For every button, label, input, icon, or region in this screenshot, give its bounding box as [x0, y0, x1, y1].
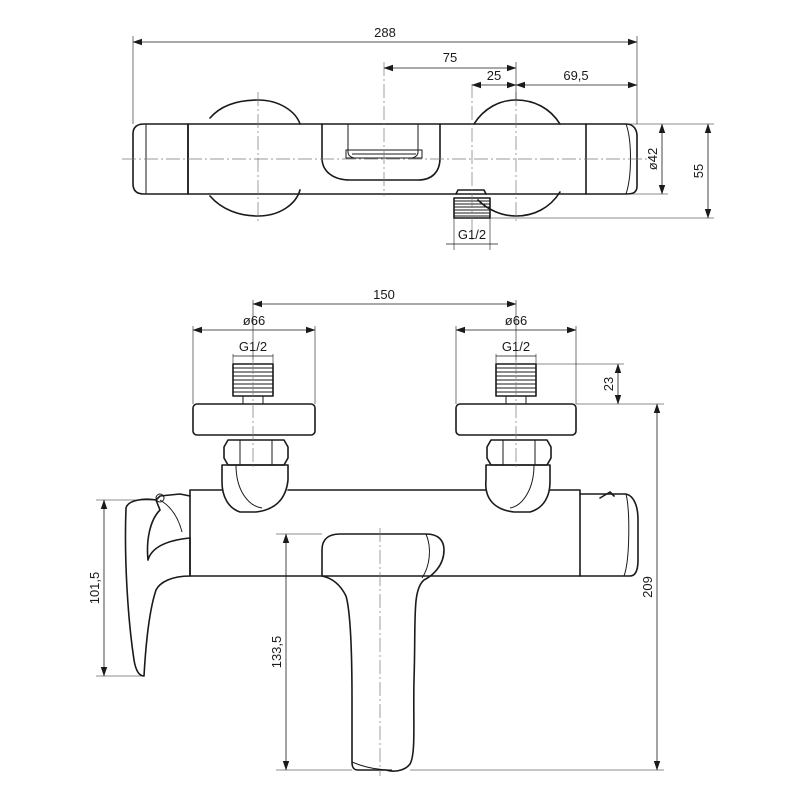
front-spout [321, 533, 445, 772]
front-left-cap [155, 493, 191, 501]
dim-spout-height: 133,5 [269, 636, 284, 669]
front-view: 150 ø66 ø66 G1/2 G1/2 23 101,5 133,5 209 [87, 287, 664, 776]
dim-overall-width: 288 [374, 25, 396, 40]
front-left-flange [192, 403, 316, 436]
front-right-connector [485, 464, 551, 513]
dim-flange-diameter-right: ø66 [505, 313, 527, 328]
dim-inlet-to-end: 69,5 [563, 68, 588, 83]
label-thread-left: G1/2 [239, 339, 267, 354]
front-left-connector [221, 464, 289, 513]
top-right-handle [585, 123, 638, 195]
front-body [189, 489, 581, 577]
dim-overall-height: 209 [640, 576, 655, 598]
dim-body-diameter: ø42 [645, 148, 660, 170]
front-right-nut [486, 439, 552, 466]
dim-flange-diameter-left: ø66 [243, 313, 265, 328]
dim-center-to-inlet: 75 [443, 50, 457, 65]
top-left-flange [209, 99, 301, 217]
dim-connection-spacing: 150 [373, 287, 395, 302]
top-view: 288 75 25 69,5 ø42 55 G1/2 [122, 25, 714, 250]
dim-handle-height: 101,5 [87, 572, 102, 605]
dim-inlet-offset: 25 [487, 68, 501, 83]
front-lever-handle [124, 498, 191, 677]
dim-thread-length: 23 [601, 377, 616, 391]
top-outlet-nipple [455, 189, 487, 195]
label-thread-right: G1/2 [502, 339, 530, 354]
front-left-nut [223, 439, 289, 466]
top-left-knob [132, 123, 189, 195]
label-outlet-thread: G1/2 [458, 227, 486, 242]
dim-depth: 55 [691, 164, 706, 178]
front-right-cap [579, 493, 639, 577]
